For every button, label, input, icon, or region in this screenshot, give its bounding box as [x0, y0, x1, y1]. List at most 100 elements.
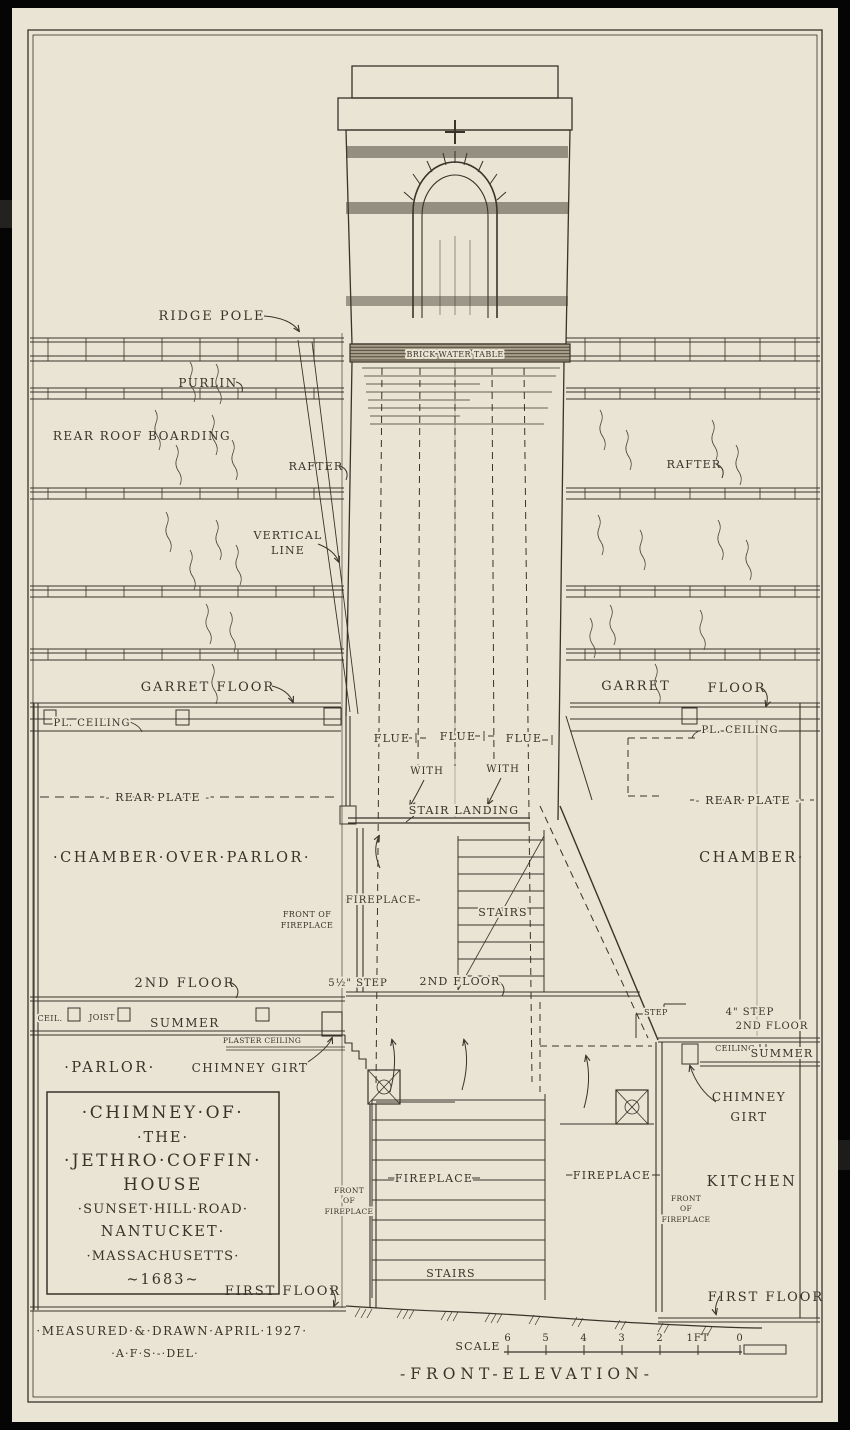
paper-sheet [12, 8, 838, 1422]
scale-tick-6: 6 [504, 1333, 511, 1344]
credit-line-2: ·A·F·S·-·DEL· [111, 1347, 199, 1360]
label-flue-1: FLUE [374, 732, 410, 745]
label-rear-plate-left: - REAR PLATE - [106, 791, 211, 804]
title-line-4: HOUSE [123, 1175, 203, 1195]
label-first-floor-left: FIRST FLOOR [225, 1284, 341, 1299]
footer-text: ·MEASURED·&·DRAWN·APRIL·1927· ·A·F·S·-·D… [36, 1324, 743, 1383]
label-front-of-fireplace-ll-1: FRONT [334, 1186, 364, 1195]
label-stair-landing: STAIR LANDING [409, 804, 519, 817]
label-pl-ceiling-left: PL. CEILING [54, 718, 131, 729]
brick-water-table-band [349, 343, 571, 363]
label-with-1: WITH [410, 766, 444, 777]
scale-tick-4: 4 [580, 1333, 587, 1344]
label-chamber-over-parlor: ·CHAMBER·OVER·PARLOR· [53, 850, 311, 866]
label-summer-left: SUMMER [150, 1016, 220, 1030]
label-chimney-girt-right-1: CHIMNEY [712, 1090, 786, 1104]
label-chamber: CHAMBER· [699, 850, 805, 866]
title-line-7: ·MASSACHUSETTS· [86, 1249, 239, 1264]
label-second-floor-center: 2ND FLOOR [420, 975, 501, 988]
title-line-5: ·SUNSET·HILL·ROAD· [78, 1202, 248, 1217]
label-step-right: STEP [644, 1008, 668, 1017]
label-pl-ceiling-right: PL. CEILING [702, 725, 779, 736]
text-labels: RIDGE POLE PURLIN REAR ROOF BOARDING RAF… [36, 309, 824, 1305]
label-step-4: 4" STEP [726, 1007, 775, 1018]
flue-dashed-lines [375, 367, 700, 1092]
title-block-text: ·CHIMNEY·OF· ·THE· ·JETHRO·COFFIN· HOUSE… [64, 1103, 262, 1288]
label-floor-right: FLOOR [708, 681, 767, 696]
leader-lines [129, 315, 767, 1314]
label-stairs-upper: STAIRS [478, 906, 528, 919]
label-garret-right: GARRET [601, 679, 671, 694]
label-chimney-girt-left: CHIMNEY GIRT [192, 1061, 309, 1075]
label-vertical-line-2: LINE [271, 544, 305, 557]
label-ceil: CEIL. [38, 1014, 63, 1023]
label-ridge-pole: RIDGE POLE [159, 309, 266, 324]
scale-tick-2: 2 [656, 1333, 663, 1344]
chimney-stack [337, 65, 573, 821]
drawing-title: -FRONT-ELEVATION- [400, 1365, 654, 1383]
label-plaster-ceiling: PLASTER CEILING [223, 1036, 301, 1045]
label-front-of-fireplace-ll-2: OF [343, 1196, 355, 1205]
label-parlor: ·PARLOR· [64, 1060, 155, 1076]
label-purlin: PURLIN [178, 376, 237, 390]
first-floor-lines [30, 1305, 820, 1337]
label-front-of-fireplace-lr-3: FIREPLACE [662, 1215, 711, 1224]
title-line-2: ·THE· [137, 1130, 189, 1146]
scale-tick-0: 0 [736, 1333, 743, 1344]
label-fireplace-lower-left: FIREPLACE [395, 1172, 473, 1185]
cross-motif [445, 120, 465, 144]
chimney-girt-block-left [367, 1069, 401, 1105]
label-front-of-fireplace-lr-2: OF [680, 1204, 692, 1213]
label-front-of-fireplace-lr-1: FRONT [671, 1194, 701, 1203]
label-second-floor-right: 2ND FLOOR [736, 1021, 809, 1032]
title-line-8: ~1683~ [126, 1272, 199, 1288]
label-rafter-right: RAFTER [667, 458, 722, 471]
label-step-5half: 5½" STEP [328, 978, 387, 989]
chamber-walls [33, 703, 818, 1318]
title-line-6: NANTUCKET· [101, 1224, 226, 1240]
scale-tick-3: 3 [618, 1333, 625, 1344]
label-fireplace-upper: FIREPLACE [346, 895, 416, 906]
label-flue-3: FLUE [506, 732, 542, 745]
rafter-slope-lines [297, 339, 359, 715]
label-ceiling-right: CEILING [715, 1044, 755, 1053]
label-chimney-girt-right-2: GIRT [730, 1110, 767, 1124]
scale-bar [504, 1344, 787, 1355]
draft-arrows [376, 777, 589, 1109]
label-stairs-lower: STAIRS [426, 1267, 476, 1280]
credit-line-1: ·MEASURED·&·DRAWN·APRIL·1927· [36, 1324, 307, 1338]
scale-tick-5: 5 [542, 1333, 549, 1344]
title-line-3: ·JETHRO·COFFIN· [64, 1151, 262, 1171]
label-fireplace-lower-right: FIREPLACE [573, 1169, 651, 1182]
label-brick-water-table: BRICK WATER TABLE [406, 350, 503, 359]
scale-label: SCALE [455, 1340, 500, 1353]
second-floor-structure [30, 991, 820, 1067]
lower-fireplaces [344, 1035, 663, 1312]
label-first-floor-right: FIRST FLOOR [708, 1290, 824, 1305]
scale-tick-1ft: 1FT [687, 1333, 710, 1344]
label-front-of-fireplace-upper-2: FIREPLACE [281, 921, 334, 930]
label-kitchen: KITCHEN [707, 1174, 798, 1190]
roof-lines [30, 337, 820, 661]
title-line-1: ·CHIMNEY·OF· [82, 1103, 244, 1123]
title-block [46, 1091, 280, 1295]
label-rear-plate-right: - REAR PLATE - [696, 794, 801, 807]
label-flue-2: FLUE [440, 730, 476, 743]
label-second-floor-left: 2ND FLOOR [135, 976, 236, 991]
scan-edge-mark [838, 1140, 850, 1170]
label-front-of-fireplace-upper-1: FRONT OF [283, 910, 331, 919]
label-summer-right: SUMMER [751, 1047, 814, 1060]
scan-edge-mark [0, 200, 12, 228]
label-rafter-left: RAFTER [289, 460, 344, 473]
label-rear-roof-boarding: REAR ROOF BOARDING [53, 429, 231, 443]
label-front-of-fireplace-ll-3: FIREPLACE [325, 1207, 374, 1216]
garret-floor [30, 702, 820, 732]
label-garret-floor-left: GARRET FLOOR [141, 680, 275, 695]
label-with-2: WITH [486, 764, 520, 775]
label-joist: JOIST [88, 1013, 115, 1022]
lower-stairs [371, 1094, 546, 1300]
brick-courses [362, 367, 560, 425]
arched-recess [403, 151, 507, 318]
